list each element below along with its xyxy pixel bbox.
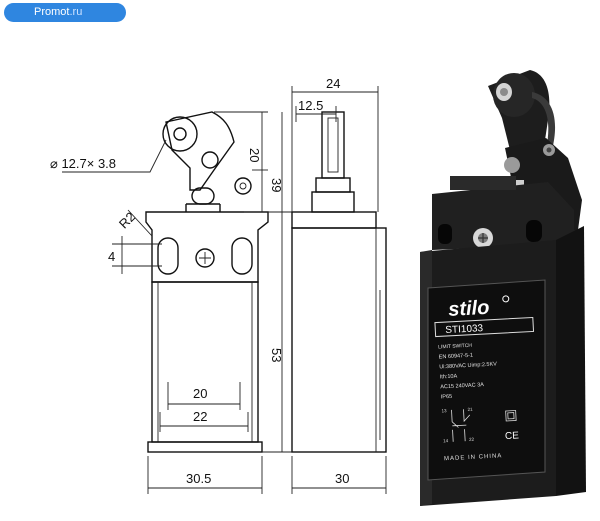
dim-30: 30 <box>335 471 349 486</box>
photo-body <box>420 226 586 506</box>
label-line-6: IP65 <box>441 394 453 401</box>
double-insulation-icon <box>505 410 517 422</box>
dim-20-top: 20 <box>247 148 262 162</box>
front-view: ⌀ 12.7× 3.8 R2 4 20 39 53 20 22 30.5 <box>50 111 292 494</box>
ce-mark: CE <box>505 430 520 442</box>
contact-14: 14 <box>443 438 449 443</box>
side-view: 24 12.5 30 <box>291 76 387 494</box>
brand-logo: stilo <box>448 297 490 321</box>
contact-22: 22 <box>469 437 475 442</box>
label-line-1: LIMIT SWITCH <box>438 343 472 351</box>
side-body <box>291 211 387 453</box>
dim-12-5: 12.5 <box>298 98 323 113</box>
dim-20-inner: 20 <box>193 386 207 401</box>
origin-text: MADE IN CHINA <box>444 453 503 462</box>
label-line-2: EN 60947-5-1 <box>439 353 474 361</box>
contact-diagram-icon: 13 14 21 22 <box>441 407 474 444</box>
plunger <box>185 187 221 212</box>
label-line-3: Ui:380VAC Uimp:2.5KV <box>439 361 497 370</box>
dim-24: 24 <box>326 76 340 91</box>
dim-39: 39 <box>269 178 284 192</box>
roller-lever <box>162 111 252 195</box>
product-photo: stilo STI1033 LIMIT SWITCH EN 60947-5-1 … <box>420 70 586 506</box>
site-name: Promot <box>34 6 70 18</box>
dim-r2: R2 <box>116 209 138 231</box>
dim-30-5: 30.5 <box>186 471 211 486</box>
label-line-5: AC15 240VAC 3A <box>440 382 484 390</box>
side-dimension-lines <box>291 86 387 494</box>
label-line-4: Ith:10A <box>440 373 458 380</box>
site-tld: .ru <box>69 6 83 18</box>
contact-13: 13 <box>441 408 447 413</box>
dim-53: 53 <box>269 348 284 362</box>
side-lever <box>311 111 355 213</box>
product-label: stilo STI1033 LIMIT SWITCH EN 60947-5-1 … <box>434 295 535 462</box>
model-number: STI1033 <box>445 323 484 336</box>
front-head <box>145 211 269 283</box>
dim-hole-4: 4 <box>108 249 115 264</box>
contact-21: 21 <box>467 407 473 412</box>
front-body <box>147 281 263 453</box>
site-badge[interactable]: Promot.ru <box>4 3 126 22</box>
dim-roller: ⌀ 12.7× 3.8 <box>50 156 116 171</box>
photo-head <box>432 176 574 250</box>
dim-22: 22 <box>193 409 207 424</box>
front-dimension-lines <box>62 111 292 494</box>
